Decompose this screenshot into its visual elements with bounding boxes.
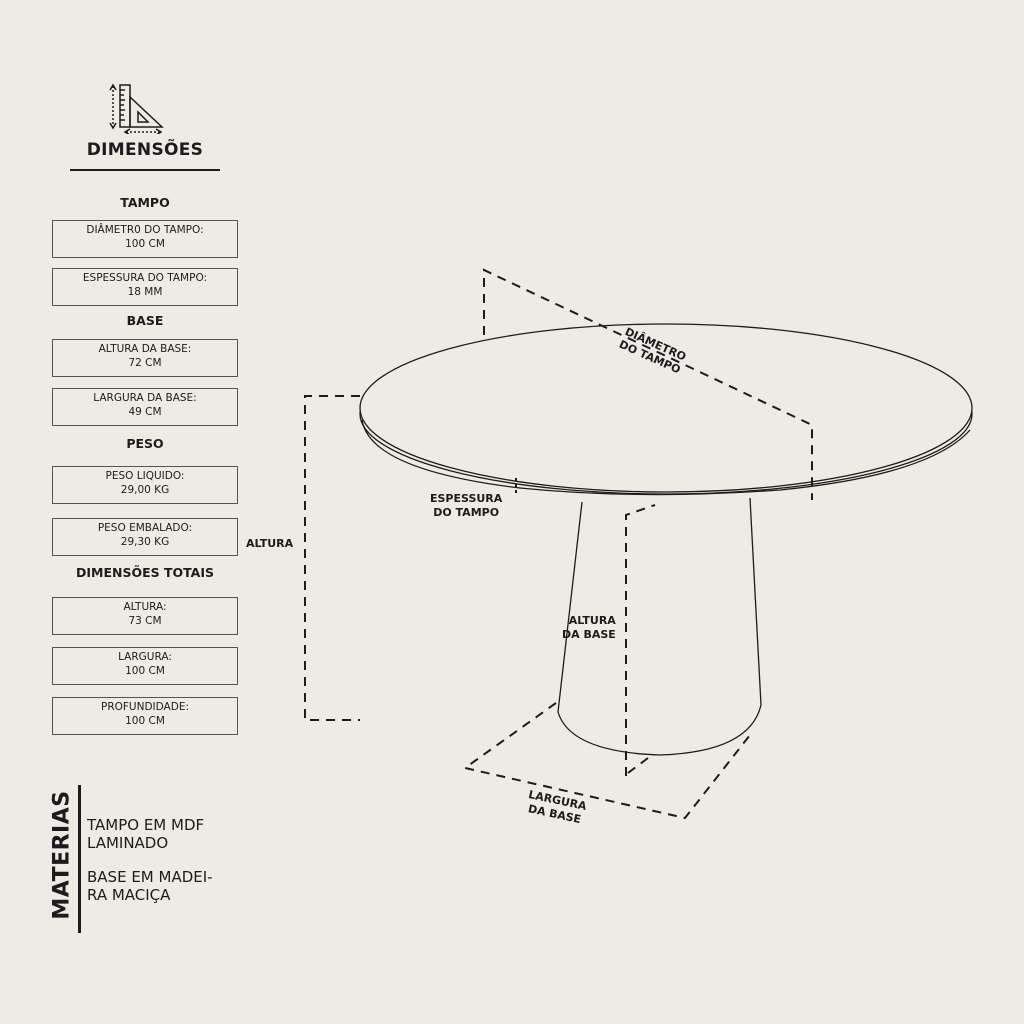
thickness-label-line: DO TAMPO bbox=[433, 506, 500, 519]
spec-label: DIÂMETR0 DO TAMPO: bbox=[86, 224, 204, 236]
material-item: BASE EM MADEI-RA MACIÇA bbox=[87, 868, 213, 904]
spec-label: PESO LIQUIDO: bbox=[105, 470, 185, 482]
page-title: DIMENSÕES bbox=[86, 140, 204, 160]
spec-label: LARGURA DA BASE: bbox=[93, 392, 197, 404]
base-width-inner-line bbox=[627, 754, 653, 774]
title-divider bbox=[70, 169, 220, 171]
section-heading-peso: PESO bbox=[126, 436, 164, 451]
ruler-triangle-icon bbox=[109, 83, 164, 134]
spec-value: 29,30 KG bbox=[120, 536, 170, 548]
base-height-label-line: DA BASE bbox=[562, 628, 616, 641]
base-height-label-line: ALTURA bbox=[568, 614, 616, 627]
material-item: TAMPO EM MDF LAMINADO bbox=[87, 816, 205, 852]
pedestal bbox=[557, 497, 762, 756]
spec-value: 100 CM bbox=[125, 665, 165, 677]
spec-label: ALTURA: bbox=[123, 601, 167, 613]
spec-value: 100 CM bbox=[125, 238, 165, 250]
tabletop bbox=[359, 323, 973, 493]
spec-label: ESPESSURA DO TAMPO: bbox=[82, 272, 208, 284]
section-heading-dimensoes-totais: DIMENSÕES TOTAIS bbox=[75, 565, 215, 580]
tabletop-rim bbox=[361, 419, 971, 496]
spec-box-largura-base: LARGURA DA BASE: 49 CM bbox=[52, 388, 238, 426]
spec-box-altura-base: ALTURA DA BASE: 72 CM bbox=[52, 339, 238, 377]
spec-box-peso-embalado: PESO EMBALADO: 29,30 KG bbox=[52, 518, 238, 556]
thickness-label-line: ESPESSURA bbox=[430, 492, 503, 505]
spec-label: ALTURA DA BASE: bbox=[98, 343, 192, 355]
spec-value: 72 CM bbox=[128, 357, 162, 369]
materials-divider bbox=[78, 785, 81, 933]
height-label: ALTURA bbox=[246, 537, 294, 550]
spec-label: PESO EMBALADO: bbox=[97, 522, 193, 534]
spec-box-diametro: DIÂMETR0 DO TAMPO: 100 CM bbox=[52, 220, 238, 258]
spec-value: 49 CM bbox=[128, 406, 162, 418]
base-height-dimension-line bbox=[625, 504, 656, 776]
base-width-dimension-line bbox=[462, 702, 751, 820]
spec-box-espessura: ESPESSURA DO TAMPO: 18 MM bbox=[52, 268, 238, 306]
spec-label: LARGURA: bbox=[118, 651, 172, 663]
spec-box-altura: ALTURA: 73 CM bbox=[52, 597, 238, 635]
spec-value: 29,00 KG bbox=[120, 484, 170, 496]
spec-value: 18 MM bbox=[127, 286, 163, 298]
diameter-dimension-line bbox=[483, 268, 813, 500]
section-heading-tampo: TAMPO bbox=[120, 195, 170, 210]
spec-box-largura: LARGURA: 100 CM bbox=[52, 647, 238, 685]
spec-label: PROFUNDIDADE: bbox=[101, 701, 189, 713]
height-dimension-line bbox=[304, 395, 360, 721]
spec-value: 73 CM bbox=[128, 615, 162, 627]
section-heading-base: BASE bbox=[126, 313, 164, 328]
spec-box-profundidade: PROFUNDIDADE: 100 CM bbox=[52, 697, 238, 735]
spec-box-peso-liquido: PESO LIQUIDO: 29,00 KG bbox=[52, 466, 238, 504]
spec-value: 100 CM bbox=[125, 715, 165, 727]
